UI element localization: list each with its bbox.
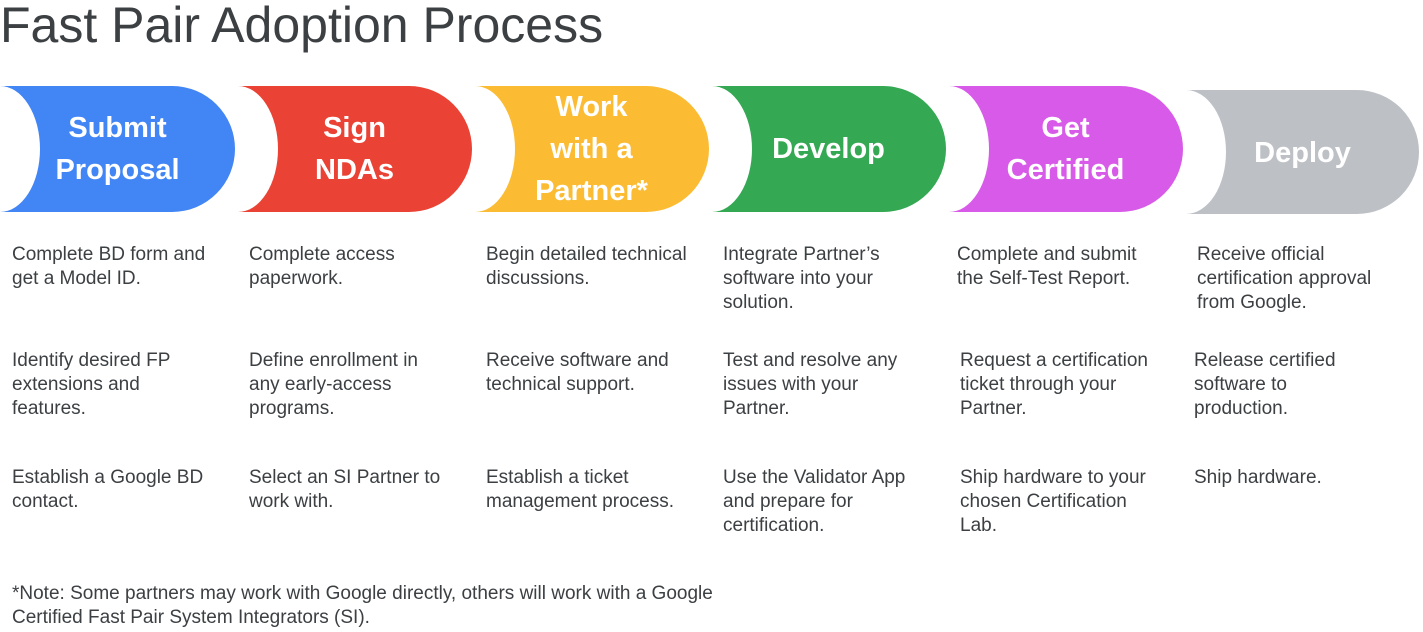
process-steps-graphic	[0, 86, 1419, 214]
step-6-item-3: Ship hardware.	[1194, 467, 1322, 488]
step-1-item-3: Establish a Google BD contact.	[12, 467, 204, 512]
step-label-get-certified: Get Certified	[1006, 112, 1125, 186]
step-2-item-1: Complete access paperwork.	[249, 244, 395, 289]
step-shape-submit-proposal	[0, 86, 235, 212]
step-5-item-2: Request a certification ticket through y…	[960, 350, 1148, 419]
step-shape-develop	[712, 86, 946, 212]
step-6-item-1: Receive official certification approval …	[1197, 244, 1372, 313]
step-label-sign-ndas: Sign NDAs	[315, 112, 394, 186]
footnote: *Note: Some partners may work with Googl…	[12, 583, 713, 628]
step-5-item-3: Ship hardware to your chosen Certificati…	[960, 467, 1146, 536]
step-label-submit-proposal: Submit Proposal	[55, 112, 180, 186]
step-label-work-with-partner: Work with a Partner*	[535, 91, 648, 207]
step-label-develop: Develop	[772, 133, 885, 165]
step-3-item-3: Establish a ticket management process.	[486, 467, 674, 512]
step-3-item-2: Receive software and technical support.	[486, 350, 669, 395]
step-shape-deploy	[1186, 90, 1419, 214]
step-shape-sign-ndas	[238, 86, 472, 212]
step-1-item-2: Identify desired FP extensions and featu…	[12, 350, 171, 419]
page-title: Fast Pair Adoption Process	[0, 0, 604, 53]
step-6-item-2: Release certified software to production…	[1194, 350, 1336, 419]
step-5-item-1: Complete and submit the Self-Test Report…	[957, 244, 1137, 289]
step-2-item-3: Select an SI Partner to work with.	[249, 467, 441, 512]
step-shape-work-with-partner	[475, 86, 709, 212]
step-label-deploy: Deploy	[1254, 137, 1351, 169]
step-4-item-3: Use the Validator App and prepare for ce…	[723, 467, 906, 536]
step-3-item-1: Begin detailed technical discussions.	[486, 244, 687, 289]
step-1-item-1: Complete BD form and get a Model ID.	[12, 244, 206, 289]
step-2-item-2: Define enrollment in any early-access pr…	[249, 350, 418, 419]
step-4-item-2: Test and resolve any issues with your Pa…	[723, 350, 898, 419]
step-4-item-1: Integrate Partner’s software into your s…	[723, 244, 880, 313]
step-shape-get-certified	[949, 86, 1183, 212]
